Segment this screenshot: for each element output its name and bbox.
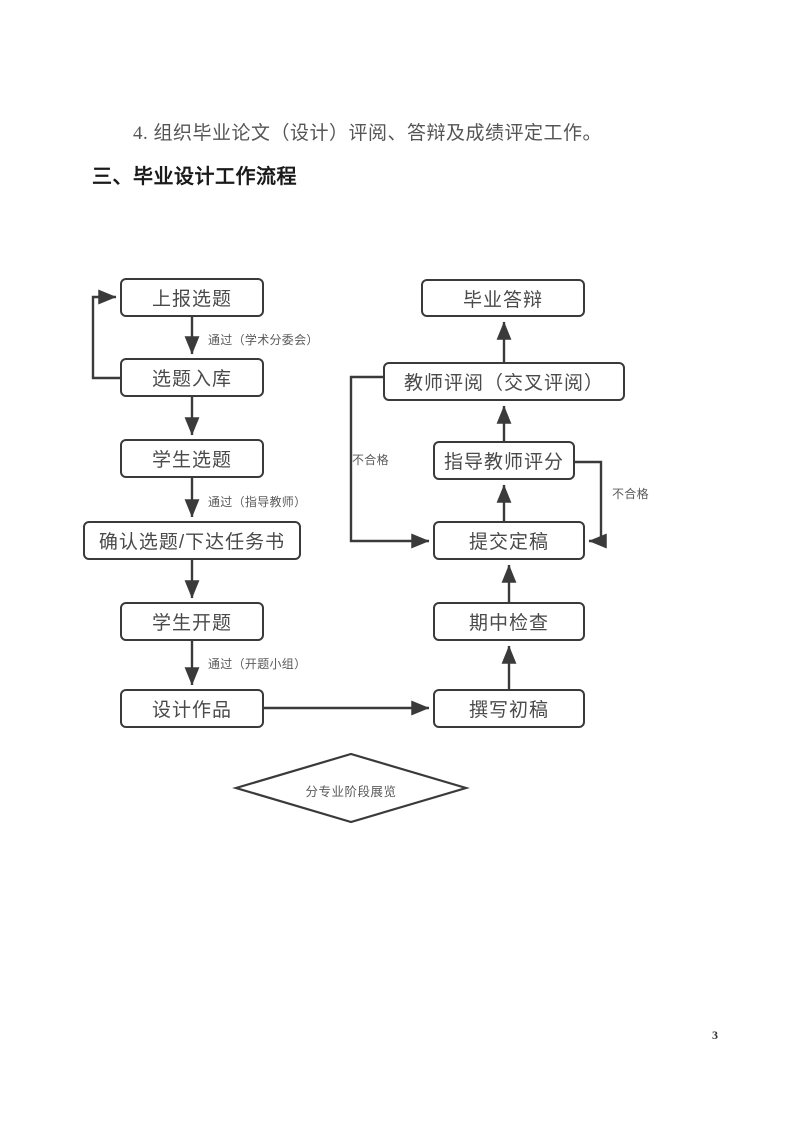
- node-biye-dabian[interactable]: 毕业答辩: [421, 279, 585, 317]
- node-xuesheng-kaiti[interactable]: 学生开题: [120, 602, 264, 641]
- node-jiaoshi-pingyue[interactable]: 教师评阅（交叉评阅）: [383, 362, 625, 401]
- page-title: 三、毕业设计工作流程: [92, 166, 297, 188]
- node-fenzhuanye-jieduan-zhanlan-label[interactable]: 分专业阶段展览: [305, 785, 397, 799]
- edge-ruku-feedback-to-baoxuanti: [91, 289, 120, 380]
- edge-label-buhege-right: 不合格: [612, 487, 649, 501]
- edge-label-tongguo-zhidaojiaoshi: 通过（指导教师）: [208, 495, 307, 509]
- node-xuesheng-xuanti[interactable]: 学生选题: [120, 439, 264, 478]
- edge-pingfen-buhege-to-tijiaodinggao: [575, 460, 607, 549]
- edge-label-tongguo-xueshufenweihui: 通过（学术分委会）: [208, 333, 319, 347]
- node-qizhong-jiancha[interactable]: 期中检查: [433, 602, 585, 641]
- node-shangbao-xuanti[interactable]: 上报选题: [120, 278, 264, 317]
- diamond-shape-fenzhuanye: [232, 752, 470, 824]
- node-queren-xuanti-xiada-renwushu[interactable]: 确认选题/下达任务书: [83, 521, 301, 560]
- node-sheji-zuopin[interactable]: 设计作品: [120, 689, 264, 728]
- node-tijiao-dinggao[interactable]: 提交定稿: [433, 521, 585, 560]
- node-xuanti-ruku[interactable]: 选题入库: [120, 358, 264, 397]
- paragraph-item-4: 4. 组织毕业论文（设计）评阅、答辩及成绩评定工作。: [133, 123, 603, 144]
- node-zhuanxie-chugao[interactable]: 撰写初稿: [433, 689, 585, 728]
- edge-label-buhege-left: 不合格: [352, 453, 389, 467]
- node-zhidao-jiaoshi-pingfen[interactable]: 指导教师评分: [433, 441, 575, 480]
- edge-label-tongguo-kaitixiaozu: 通过（开题小组）: [208, 657, 307, 671]
- page-number: 3: [712, 1028, 718, 1042]
- edge-pingyue-buhege-to-tijiaodinggao: [349, 375, 430, 549]
